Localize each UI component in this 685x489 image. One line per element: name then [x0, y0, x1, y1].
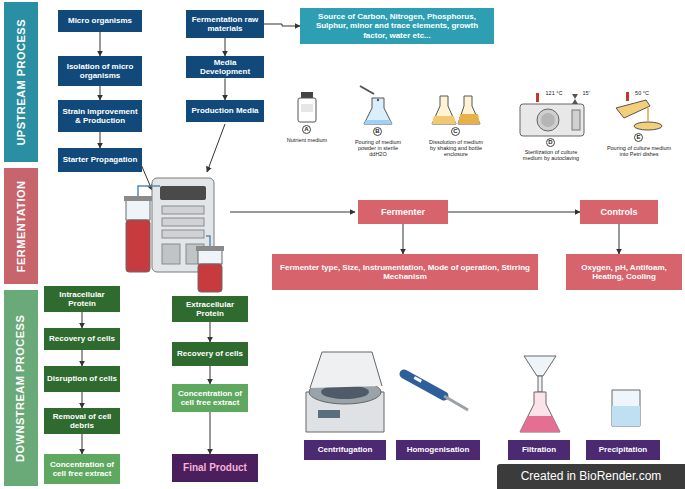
section-band: FERMENTATION — [4, 168, 38, 284]
method-box: Precipitation — [586, 440, 660, 460]
process-box: Intracellular Protein — [44, 286, 120, 312]
box-label: Starter Propagation — [63, 155, 138, 164]
section-band: DOWNSTREAM PROCESS — [4, 290, 38, 486]
callout-letter: D — [546, 138, 555, 147]
box-label: Disruption of cells — [47, 374, 117, 383]
box-label: Media Development — [189, 58, 261, 76]
band-title: DOWNSTREAM PROCESS — [15, 314, 28, 461]
temperature-label: 121 °C — [541, 90, 567, 96]
box-label: Fermentation raw materials — [189, 15, 261, 33]
box-label: Final Product — [183, 462, 247, 474]
petri-pouring — [616, 92, 662, 130]
feed-arrow — [207, 124, 225, 172]
process-box: Starter Propagation — [58, 148, 142, 172]
box-label: Production Media — [191, 106, 258, 115]
box-label: Recovery of cells — [49, 334, 115, 343]
temperature-label: 50 °C — [630, 90, 654, 96]
step-caption: Nutrient medium — [282, 137, 332, 143]
box-label: Isolation of micro organisms — [61, 62, 139, 80]
dissolution-flasks — [432, 96, 480, 124]
flow-arrow — [210, 412, 211, 454]
flow-arrow — [448, 212, 580, 213]
process-box: Strain improvement & Production — [58, 100, 142, 132]
watermark: Created in BioRender.com — [497, 464, 685, 489]
flow-arrow — [264, 24, 300, 26]
time-label: 15' — [580, 90, 592, 96]
filtration-setup — [520, 356, 560, 432]
autoclave — [520, 93, 584, 136]
flow-arrow — [100, 86, 101, 100]
fermenter-picture — [124, 178, 224, 292]
flow-arrow — [82, 434, 83, 454]
process-box: Recovery of cells — [44, 328, 120, 350]
box-label: Micro organisms — [68, 16, 132, 25]
process-box: Fermenter — [358, 200, 448, 224]
method-box: Centrifugation — [304, 440, 386, 460]
process-box: Isolation of micro organisms — [58, 56, 142, 86]
step-caption: Pouring of culture medium into Petri dis… — [606, 145, 672, 157]
box-label: Source of Carbon, Nitrogen, Phosphorus, … — [303, 12, 491, 40]
band-title: UPSTREAM PROCESS — [15, 19, 28, 146]
flow-arrow — [82, 392, 83, 408]
box-label: Extracellular Protein — [175, 300, 245, 318]
result-box: Final Product — [172, 454, 258, 482]
centrifuge — [306, 352, 384, 432]
box-label: Filtration — [522, 445, 556, 454]
callout-letter: B — [373, 127, 382, 136]
process-box: Micro organisms — [58, 10, 142, 32]
flow-arrow — [100, 132, 101, 148]
process-box: Media Development — [186, 56, 264, 78]
nutrient-bottle — [298, 92, 316, 122]
fermenter-arrow — [230, 212, 355, 213]
box-label: Strain improvement & Production — [61, 107, 139, 125]
method-box: Filtration — [508, 440, 570, 460]
step-caption: Pouring of medium powder in sterile ddH2… — [350, 139, 406, 157]
flow-arrow — [210, 322, 211, 342]
process-box: Production Media — [186, 100, 264, 122]
step-caption: Sterilization of culture medium by autoc… — [518, 149, 584, 161]
pouring-flask — [360, 86, 392, 124]
box-label: Concentration of cell free extract — [47, 460, 117, 478]
beaker — [612, 390, 640, 426]
callout-letter: A — [302, 125, 311, 134]
box-label: Fermenter — [381, 207, 425, 217]
process-box: Extracellular Protein — [172, 296, 248, 322]
process-box: Removal of cell debris — [44, 408, 120, 434]
box-label: Recovery of cells — [177, 349, 243, 358]
flow-arrow — [100, 32, 101, 56]
box-label: Precipitation — [599, 445, 647, 454]
process-box: Concentration of cell free extract — [172, 384, 248, 412]
box-label: Removal of cell debris — [47, 412, 117, 430]
info-box: Fermenter type, Size, Instrumentation, M… — [272, 254, 538, 290]
info-box: Source of Carbon, Nitrogen, Phosphorus, … — [300, 8, 494, 44]
flow-arrow — [210, 366, 211, 384]
homogeniser — [404, 374, 468, 410]
process-box: Recovery of cells — [172, 342, 248, 366]
box-label: Homogenisation — [407, 445, 470, 454]
box-label: Intracellular Protein — [47, 290, 117, 308]
flow-arrow — [225, 38, 226, 56]
box-label: Concentration of cell free extract — [175, 389, 245, 407]
band-title: FERMENTATION — [15, 180, 28, 272]
info-box: Oxygen, pH, Antifoam, Heating, Cooling — [566, 254, 682, 290]
flow-arrow — [619, 224, 620, 254]
box-label: Controls — [601, 207, 638, 217]
process-box: Concentration of cell free extract — [44, 454, 120, 484]
process-box: Controls — [580, 200, 658, 224]
flow-arrow — [82, 350, 83, 366]
box-label: Fermenter type, Size, Instrumentation, M… — [275, 263, 535, 281]
box-label: Centrifugation — [318, 445, 373, 454]
flow-arrow — [225, 78, 226, 100]
flow-arrow — [82, 312, 83, 328]
process-box: Fermentation raw materials — [186, 10, 264, 38]
section-band: UPSTREAM PROCESS — [4, 2, 38, 162]
box-label: Oxygen, pH, Antifoam, Heating, Cooling — [569, 263, 679, 281]
step-caption: Dissolution of medium by shaking and bot… — [426, 139, 486, 157]
callout-letter: E — [634, 133, 643, 142]
method-box: Homogenisation — [396, 440, 480, 460]
callout-letter: C — [451, 127, 460, 136]
process-box: Disruption of cells — [44, 366, 120, 392]
flow-arrow — [403, 224, 404, 254]
